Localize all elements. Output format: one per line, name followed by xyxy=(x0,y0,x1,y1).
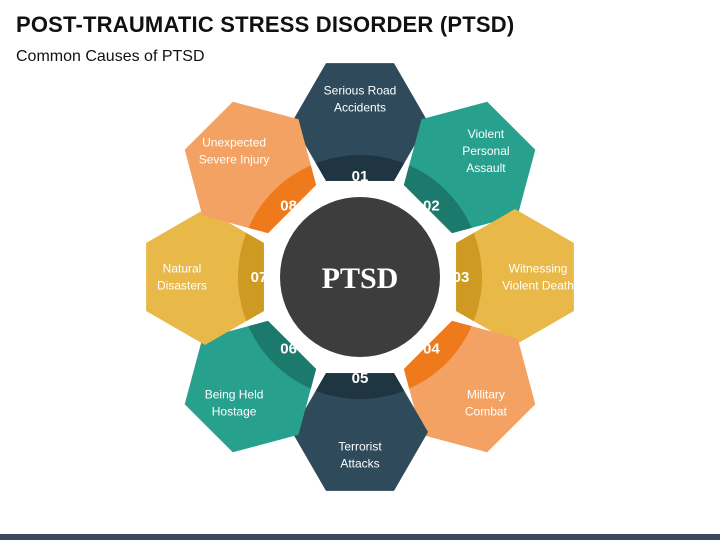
cause-label-line: Violent Death xyxy=(502,279,574,293)
page-subtitle: Common Causes of PTSD xyxy=(16,48,205,65)
cause-hexagon-7 xyxy=(146,209,264,345)
cause-label-line: Terrorist xyxy=(338,440,382,454)
cause-number-1: 01 xyxy=(352,168,369,185)
cause-label-line: Military xyxy=(467,387,505,401)
cause-label-line: Personal xyxy=(462,144,509,158)
cause-label-line: Combat xyxy=(465,404,508,418)
bottom-bar xyxy=(0,534,720,540)
cause-number-8: 08 xyxy=(280,198,297,215)
cause-number-4: 04 xyxy=(423,340,440,357)
cause-hexagon-5 xyxy=(292,373,428,491)
page-title: POST-TRAUMATIC STRESS DISORDER (PTSD) xyxy=(16,12,515,37)
cause-hexagon-1 xyxy=(292,63,428,181)
cause-label-line: Attacks xyxy=(340,457,379,471)
cause-hexagon-3 xyxy=(456,209,574,345)
cause-number-5: 05 xyxy=(352,370,369,387)
cause-number-7: 07 xyxy=(251,269,268,286)
cause-label-line: Hostage xyxy=(212,404,257,418)
center-circle xyxy=(280,197,440,357)
cause-number-2: 02 xyxy=(423,198,440,215)
cause-label-line: Disasters xyxy=(157,279,207,293)
cause-label-line: Natural xyxy=(163,262,202,276)
cause-label-line: Assault xyxy=(466,161,506,175)
cause-label-line: Accidents xyxy=(334,101,386,115)
center-label: PTSD xyxy=(322,262,399,295)
cause-label-line: Being Held xyxy=(205,387,264,401)
cause-label-line: Serious Road xyxy=(324,84,397,98)
cause-label-line: Violent xyxy=(468,127,505,141)
cause-number-6: 06 xyxy=(280,340,297,357)
cause-label-line: Witnessing xyxy=(509,262,568,276)
cause-number-3: 03 xyxy=(453,269,470,286)
cause-label-line: Severe Injury xyxy=(199,153,270,167)
cause-label-line: Unexpected xyxy=(202,136,266,150)
